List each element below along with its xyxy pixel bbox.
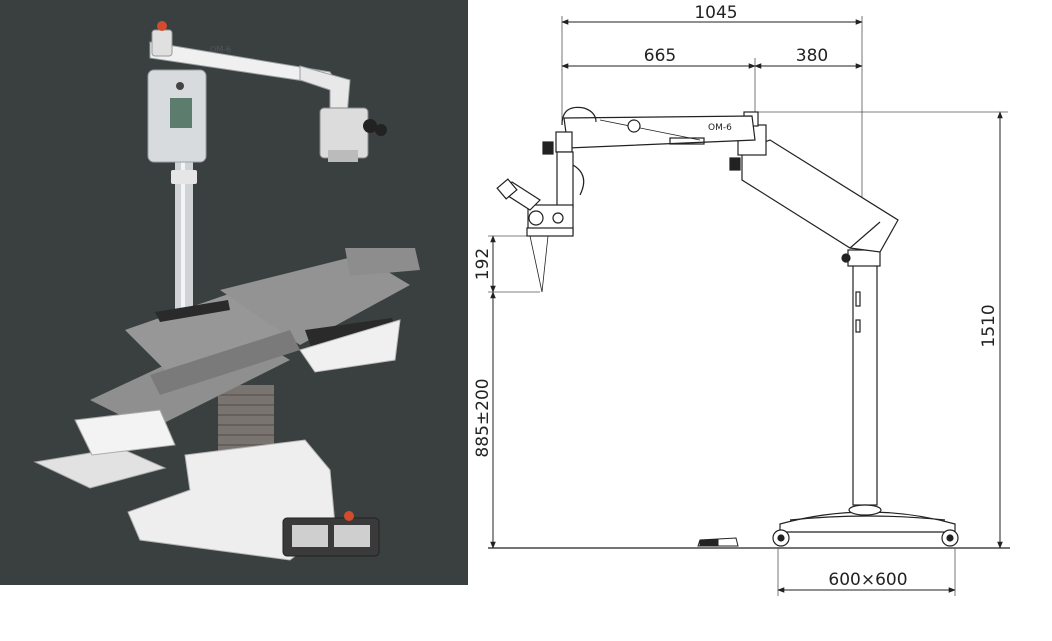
dim-label-working-distance: 192 <box>473 248 493 280</box>
pedal-button-icon <box>344 511 354 521</box>
stand-column <box>852 264 878 506</box>
dim-label-arm-front: 665 <box>644 46 676 66</box>
microscope-stand: OM-6 <box>147 21 387 325</box>
product-photo: OM-6 <box>0 0 468 585</box>
photo-arm-label: OM-6 <box>210 45 231 54</box>
dim-label-total-reach: 1045 <box>694 3 737 23</box>
dimension-drawing: 1045 665 380 192 885±200 1510 600×600 <box>468 0 1052 636</box>
photo-illustration: OM-6 <box>0 0 468 585</box>
extension-lines <box>488 16 1008 596</box>
dim-label-total-height: 1510 <box>979 304 999 347</box>
red-knob-icon <box>157 21 167 31</box>
foot-pedal <box>282 511 380 557</box>
dim-label-arm-rear: 380 <box>796 46 828 66</box>
dim-label-base-size: 600×600 <box>828 570 907 590</box>
microscope-outline: OM-6 <box>496 106 959 547</box>
dimension-lines <box>490 19 1003 593</box>
dim-label-eyepiece-height: 885±200 <box>473 378 493 457</box>
drawing-foot-pedal <box>697 537 739 547</box>
drawing-arm-label: OM-6 <box>708 123 732 133</box>
drawing-svg: 1045 665 380 192 885±200 1510 600×600 <box>473 3 1010 596</box>
